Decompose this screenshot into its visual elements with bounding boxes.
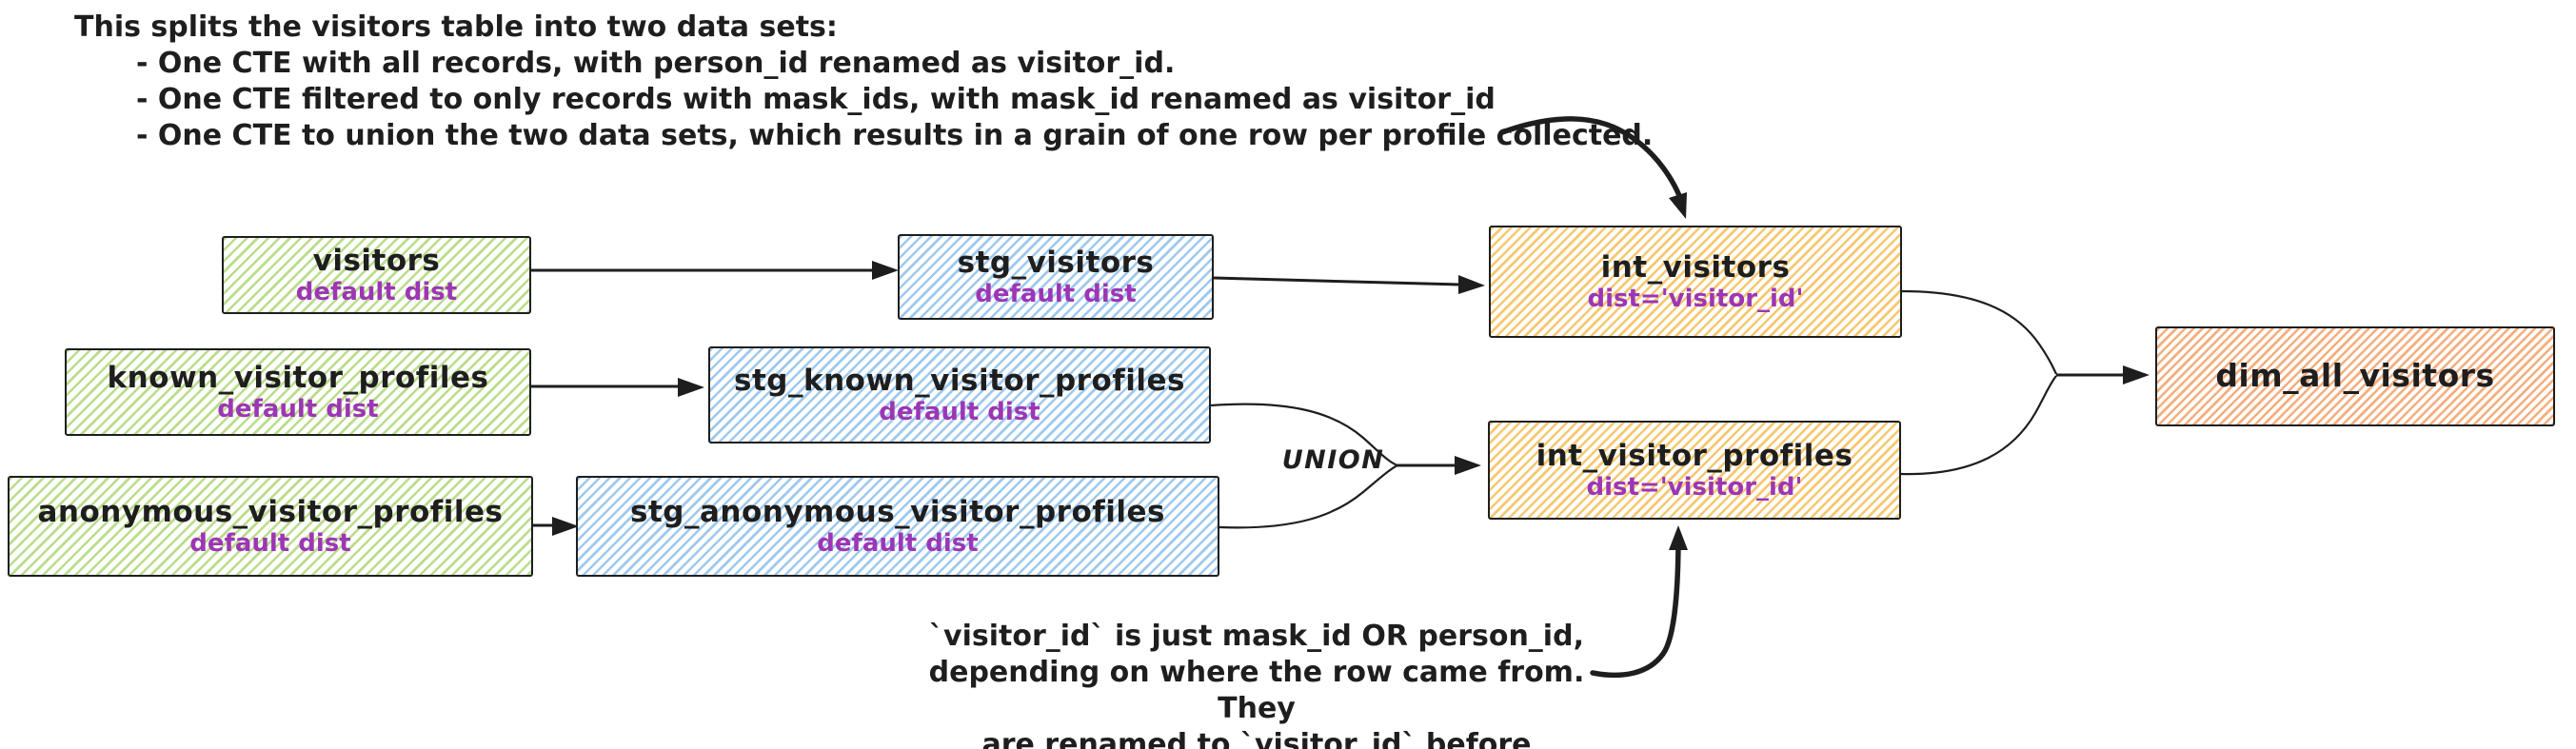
node-title: visitors [312,243,441,278]
note-top-line-4: - One CTE to union the two data sets, wh… [136,119,1654,152]
node-subtitle: default dist [189,528,351,558]
edge-stg_known_visitor_profiles-union [1210,403,1398,467]
note-top-line-1: This splits the visitors table into two … [74,10,838,44]
arrowhead-stg_visitors-int_visitors [1458,275,1485,294]
note-bottom-line-3: are renamed to `visitor_id` before union… [981,728,1532,749]
node-subtitle: default dist [217,394,379,424]
node-subtitle: dist='visitor_id' [1587,284,1804,313]
note-bottom: `visitor_id` is just mask_id OR person_i… [914,619,1599,749]
node-title: int_visitors [1600,249,1791,285]
arrowhead-bottom-note [1669,525,1688,550]
edge-int_visitor_profiles-dim_all_visitors [1900,375,2057,476]
note-bottom-line-2: depending on where the row came from. Th… [928,656,1585,725]
node-title: stg_known_visitor_profiles [734,363,1185,398]
node-title: dim_all_visitors [2215,357,2495,395]
arrowhead-union-int_visitor_profiles [1455,456,1481,475]
node-title: int_visitor_profiles [1536,438,1853,473]
note-bottom-line-1: `visitor_id` is just mask_id OR person_i… [929,620,1584,653]
arrowhead-top-note [1669,192,1687,219]
node-title: known_visitor_profiles [107,360,489,395]
edge-stg_visitors-int_visitors [1213,276,1459,286]
callout-arrow-top-note-to-int_visitors [1499,116,1686,208]
node-subtitle: default dist [295,277,458,306]
edge-stg_anonymous_visitor_profiles-union [1219,464,1398,529]
node-subtitle: default dist [817,528,979,558]
arrowhead-anonymous_visitor_profiles-stg_anonymous_visitor_profiles [552,517,579,536]
arrowhead-visitors-stg_visitors [872,261,899,280]
node-dim_all_visitors[interactable]: dim_all_visitors [2155,326,2555,426]
node-subtitle: dist='visitor_id' [1586,472,1803,502]
edge-int_visitors-dim_all_visitors [1901,289,2058,375]
arrowhead-known_visitor_profiles-stg_known_visitor_profiles [678,378,704,397]
note-top-line-2: - One CTE with all records, with person_… [136,47,1176,80]
callout-arrow-bottom-note-to-int_visitor_profiles [1590,534,1681,679]
union-label: UNION [1281,445,1385,475]
node-title: anonymous_visitor_profiles [37,494,504,529]
node-subtitle: default dist [975,279,1137,308]
arrowhead-merge-dim_all_visitors [2123,365,2150,384]
note-top-line-3: - One CTE filtered to only records with … [136,83,1496,116]
node-subtitle: default dist [879,397,1040,426]
note-top: This splits the visitors table into two … [74,10,1653,154]
node-title: stg_anonymous_visitor_profiles [630,494,1165,529]
node-title: stg_visitors [957,245,1155,280]
